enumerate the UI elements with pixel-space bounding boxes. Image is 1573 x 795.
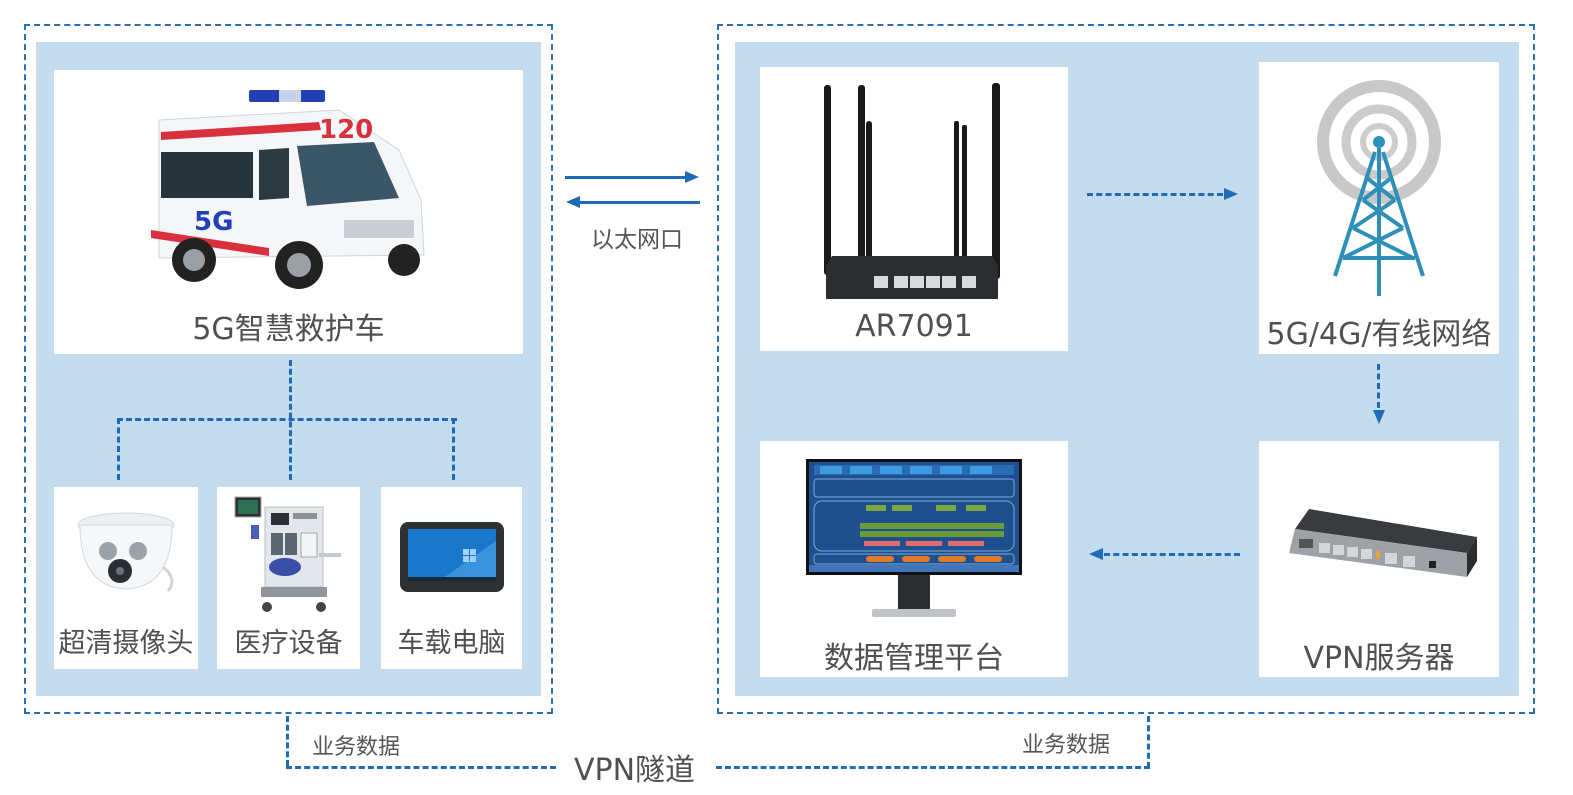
vpn-server-icon [1289,509,1477,577]
uplink-arrow-line [565,176,687,179]
vpn-tunnel-label: VPN隧道 [574,753,696,788]
router-to-network-arrow-head [1224,188,1238,200]
network-label: 5G/4G/有线网络 [1266,317,1492,352]
cell-tower-icon [1317,80,1441,296]
left-group-boundary [24,24,553,714]
vpn-to-platform-arrow-head [1089,548,1103,560]
tunnel-right-line [716,766,1150,769]
ambulance-card: 120 5G 5G智慧救护车 [54,70,523,354]
right-group-boundary [717,24,1535,714]
camera-card: 超清摄像头 [54,487,198,669]
vpn-to-platform-connector [1104,553,1240,556]
ambulance-icon: 120 5G [151,90,425,289]
dome-camera-icon [77,512,175,592]
medical-equipment-icon [234,496,341,612]
router-card: AR7091 [760,67,1068,351]
medical-equipment-card: 医疗设备 [217,487,360,669]
left-business-data-label: 业务数据 [312,735,401,760]
network-card: 5G/4G/有线网络 [1259,62,1499,354]
onboard-computer-label: 车载电脑 [397,628,506,659]
branch-connector [117,418,457,421]
tablet-computer-icon [400,522,504,592]
platform-label: 数据管理平台 [824,641,1004,676]
network-to-vpn-arrow-head [1373,410,1385,424]
branch-camera-connector [117,418,120,480]
svg-text:120: 120 [319,115,373,145]
right-business-data-label: 业务数据 [1022,733,1111,758]
downlink-arrow-head [566,196,580,208]
downlink-arrow-line [580,201,700,204]
vpn-server-card: VPN服务器 [1259,441,1499,677]
vpn-server-label: VPN服务器 [1303,641,1455,676]
ethernet-label: 以太网口 [591,227,683,253]
monitor-dashboard-icon [806,459,1022,617]
medical-equipment-label: 医疗设备 [234,628,343,659]
tunnel-left-line [286,766,556,769]
onboard-computer-card: 车载电脑 [381,487,522,669]
camera-label: 超清摄像头 [58,628,194,659]
ambulance-label: 5G智慧救护车 [192,312,385,347]
svg-text:5G: 5G [194,207,233,237]
network-to-vpn-connector [1377,364,1380,408]
branch-computer-connector [452,418,455,480]
uplink-arrow-head [685,171,699,183]
router-label: AR7091 [855,309,973,344]
left-data-connector [286,716,289,766]
router-icon [824,83,1000,299]
right-data-connector [1147,716,1150,768]
platform-card: 数据管理平台 [760,441,1068,677]
router-to-network-connector [1087,193,1223,196]
